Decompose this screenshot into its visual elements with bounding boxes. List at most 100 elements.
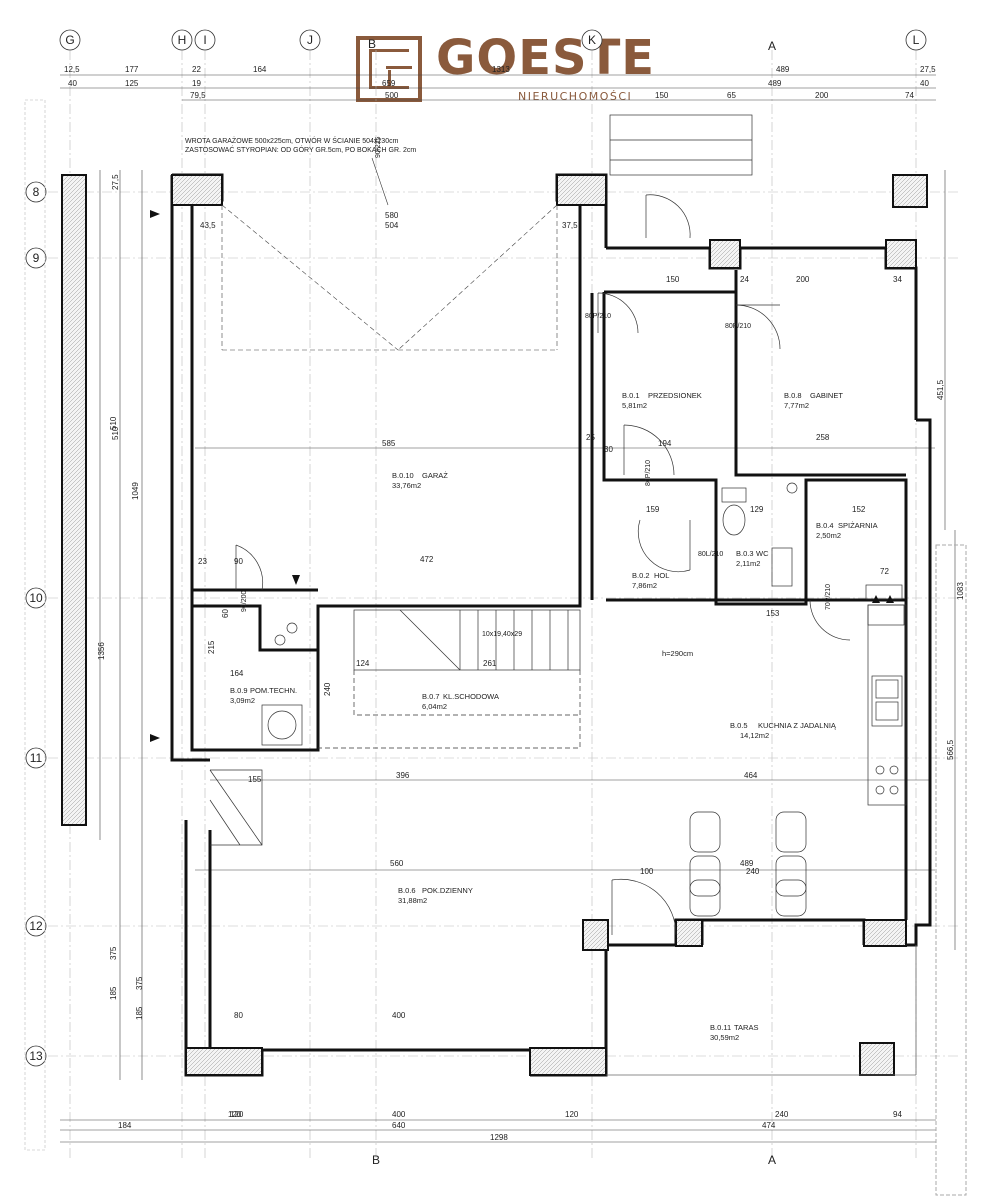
- room-name: TARAS: [734, 1023, 758, 1032]
- room-code: B.0.3: [736, 549, 754, 558]
- dim-label: 566,5: [946, 739, 955, 760]
- dim-label: 94: [893, 1110, 902, 1119]
- dim-label: 164: [253, 65, 267, 74]
- room-code: B.0.6: [398, 886, 416, 895]
- dim-label: 65: [727, 91, 736, 100]
- room-name: KUCHNIA Z JADALNIĄ: [758, 721, 837, 730]
- room-name: SPIŻARNIA: [838, 521, 878, 530]
- dim-label: 177: [125, 65, 139, 74]
- boiler-fixture: [261, 622, 303, 746]
- door-labels: 80P/210 80P/210 80P/210 80L/210 70P/210 …: [241, 136, 832, 612]
- dim-label: 72: [880, 567, 889, 576]
- dim-label: 12,5: [64, 65, 80, 74]
- axis-label: H: [178, 33, 187, 47]
- dining-chairs: [689, 811, 807, 917]
- dims-top: 12,5 177 22 164 1313 489 27,5 40 125 19 …: [64, 65, 936, 100]
- logo-name: GOESTE: [436, 30, 656, 86]
- dim-label: 164: [230, 669, 244, 678]
- dim-label: 27,5: [920, 65, 936, 74]
- dim-label: 500: [385, 91, 399, 100]
- axis-bubble: 12: [25, 915, 47, 937]
- dim-label: 120: [228, 1110, 242, 1119]
- dim-label: 150: [655, 91, 669, 100]
- dim-label: 261: [483, 659, 497, 668]
- dim-label: 185: [135, 1006, 144, 1020]
- room-name: HOL: [654, 571, 669, 580]
- left-fence-wall: [61, 174, 87, 826]
- right-boundary-strip: [935, 544, 967, 1196]
- room-area: 6,04m2: [422, 702, 447, 711]
- dim-label: 37,5: [562, 221, 578, 230]
- dim-label: 74: [905, 91, 914, 100]
- room-code: B.0.7: [422, 692, 440, 701]
- axis-labels-top: G H I J B K A L: [59, 29, 927, 53]
- room-area: 31,88m2: [398, 896, 427, 905]
- dim-label: 1049: [131, 482, 140, 500]
- entrance-steps: [609, 114, 753, 176]
- terrace-outline: [606, 945, 917, 1076]
- door-label: 80P/210: [645, 460, 652, 486]
- wc-fixtures: [721, 482, 798, 587]
- dim-label: 40: [68, 79, 77, 88]
- door-label: 90/225: [375, 136, 382, 158]
- room-area: 7,86m2: [632, 581, 657, 590]
- axis-label: 11: [30, 751, 43, 765]
- axis-bubble: L: [905, 29, 927, 51]
- door-swings: [235, 194, 851, 936]
- room-code: B.0.9: [230, 686, 248, 695]
- axis-bubble: J: [299, 29, 321, 51]
- dim-label: 22: [192, 65, 201, 74]
- axis-label: A: [768, 39, 776, 53]
- dim-label: 640: [392, 1121, 406, 1130]
- dims-vertical: 510 1049 1356 375 185 451,5 566,5 1083: [97, 379, 965, 1000]
- dim-label: 580: [385, 211, 399, 220]
- door-label: 70P/210: [825, 584, 832, 610]
- dim-label: 489: [776, 65, 790, 74]
- door-label: 80L/210: [698, 551, 723, 558]
- dim-label: 60: [221, 609, 230, 618]
- dim-label: 1083: [956, 582, 965, 600]
- dimension-lines: [60, 74, 956, 1143]
- garage-door-lines: [221, 204, 558, 351]
- dim-label: 79,5: [190, 91, 206, 100]
- dim-label: 400: [392, 1011, 406, 1020]
- dim-label: 510: [109, 416, 118, 430]
- axis-bubble: 9: [25, 247, 47, 269]
- dim-label: 1298: [490, 1133, 508, 1142]
- garage-door-note: WROTA GARAŻOWE 500x225cm, OTWÓR W ŚCIANI…: [185, 136, 416, 206]
- dim-label: 258: [816, 433, 830, 442]
- door-label: 80P/210: [725, 323, 751, 330]
- dim-label: 375: [109, 946, 118, 960]
- dim-label: 24: [740, 275, 749, 284]
- axis-label: 9: [33, 251, 40, 265]
- dim-label: 1356: [97, 642, 106, 660]
- axis-bubble: 8: [25, 181, 47, 203]
- room-area: 5,81m2: [622, 401, 647, 410]
- dim-label: 489: [740, 859, 754, 868]
- dim-label: 120: [230, 1110, 244, 1119]
- dim-label: 124: [356, 659, 370, 668]
- axis-bubble: G: [59, 29, 81, 51]
- dim-label: 510: [111, 426, 120, 440]
- note-line: WROTA GARAŻOWE 500x225cm, OTWÓR W ŚCIANI…: [185, 136, 399, 145]
- dim-label: 474: [762, 1121, 776, 1130]
- axis-label: 10: [29, 591, 43, 605]
- dim-label: 1313: [492, 65, 510, 74]
- kitchen-counter: [867, 604, 907, 806]
- dim-label: 560: [390, 859, 404, 868]
- axis-label: 13: [29, 1049, 43, 1063]
- dim-label: 472: [420, 555, 434, 564]
- axis-bubble: A: [768, 39, 776, 53]
- room-area: 7,77m2: [784, 401, 809, 410]
- axis-labels-bottom: B A: [372, 1153, 776, 1167]
- room-area: 14,12m2: [740, 731, 769, 740]
- dim-label: 240: [746, 867, 760, 876]
- dim-label: 155: [248, 775, 262, 784]
